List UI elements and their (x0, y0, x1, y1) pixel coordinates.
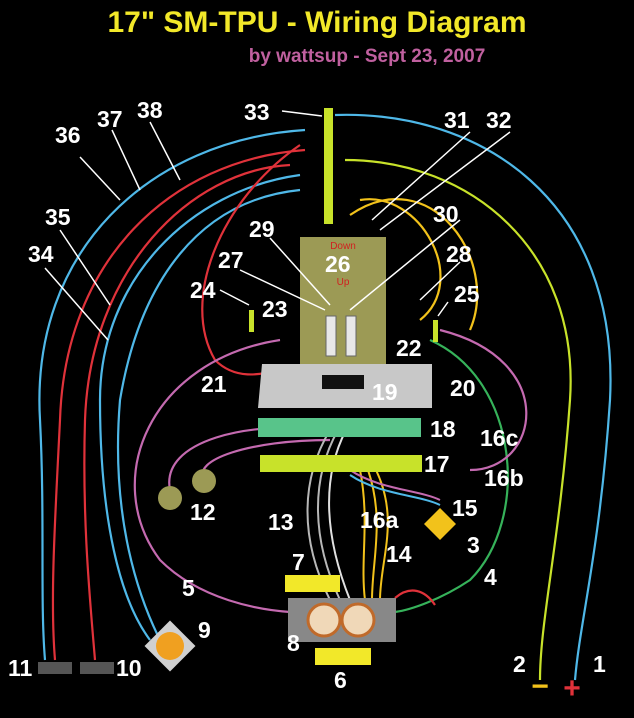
label-34: 34 (28, 241, 54, 267)
label-11: 11 (8, 655, 33, 681)
label-27: 27 (218, 247, 244, 273)
wire-red-3 (394, 589, 436, 606)
wire-green-4 (394, 338, 509, 614)
label-16c: 16c (480, 425, 519, 451)
label-33: 33 (244, 99, 270, 125)
label-4: 4 (484, 564, 497, 590)
wire-blue-36 (38, 128, 306, 661)
label-36: 36 (55, 122, 81, 148)
label-31: 31 (444, 107, 470, 133)
wire-blue-34 (98, 173, 301, 641)
part-12b (192, 469, 216, 493)
wire-blue-35 (116, 188, 301, 641)
part-6 (315, 648, 371, 665)
part-11 (38, 662, 72, 674)
label-14: 14 (386, 541, 412, 567)
part-7 (285, 575, 340, 592)
label-38: 38 (137, 97, 163, 123)
label-23: 23 (262, 296, 288, 322)
label-22: 22 (396, 335, 422, 361)
part-12a (158, 486, 182, 510)
label-37: 37 (97, 106, 123, 132)
wire-red-38 (83, 163, 291, 661)
part-33 (324, 108, 333, 224)
wire-blue-1 (334, 113, 612, 681)
label-8: 8 (287, 630, 300, 656)
label-3: 3 (467, 532, 480, 558)
part-18 (258, 418, 421, 437)
wire-red-37 (51, 148, 306, 661)
part-30 (345, 315, 357, 357)
label-29: 29 (249, 216, 275, 242)
label-6: 6 (334, 667, 347, 693)
part-26-board (300, 237, 386, 365)
label-26: 26 (325, 251, 351, 277)
label-12: 12 (190, 499, 216, 525)
label-10: 10 (116, 655, 142, 681)
label-30: 30 (433, 201, 459, 227)
label-24: 24 (190, 277, 216, 303)
label-7: 7 (292, 549, 305, 575)
label-32: 32 (486, 107, 512, 133)
part-10 (80, 662, 114, 674)
plus-symbol: + (563, 672, 581, 705)
part-15 (424, 508, 456, 540)
part-22 (433, 320, 438, 342)
label-16b: 16b (484, 465, 524, 491)
part-27 (325, 315, 337, 357)
label-17: 17 (424, 451, 450, 477)
diagram-title: 17" SM-TPU - Wiring Diagram (107, 6, 527, 39)
part-23 (249, 310, 254, 332)
label-13: 13 (268, 509, 294, 535)
wire-red-21 (201, 144, 301, 376)
wire-yellow-31 (349, 198, 479, 331)
part-17 (260, 455, 422, 472)
diagram-subtitle: by wattsup - Sept 23, 2007 (248, 46, 486, 67)
wire-pink-20 (439, 328, 528, 472)
label-5: 5 (182, 575, 195, 601)
label-9: 9 (198, 617, 211, 643)
wire-lime-2 (344, 158, 572, 681)
label-16a: 16a (360, 507, 399, 533)
label-1: 1 (593, 651, 606, 677)
label-25: 25 (454, 281, 480, 307)
switch-up-label: Up (337, 277, 350, 288)
wire-pink-5 (133, 338, 291, 614)
label-18: 18 (430, 416, 456, 442)
label-21: 21 (201, 371, 227, 397)
label-35: 35 (45, 204, 71, 230)
minus-symbol: − (531, 670, 549, 703)
label-2: 2 (513, 651, 526, 677)
switch-down-label: Down (330, 241, 356, 252)
label-15: 15 (452, 495, 478, 521)
label-19: 19 (372, 379, 398, 405)
label-20: 20 (450, 375, 476, 401)
